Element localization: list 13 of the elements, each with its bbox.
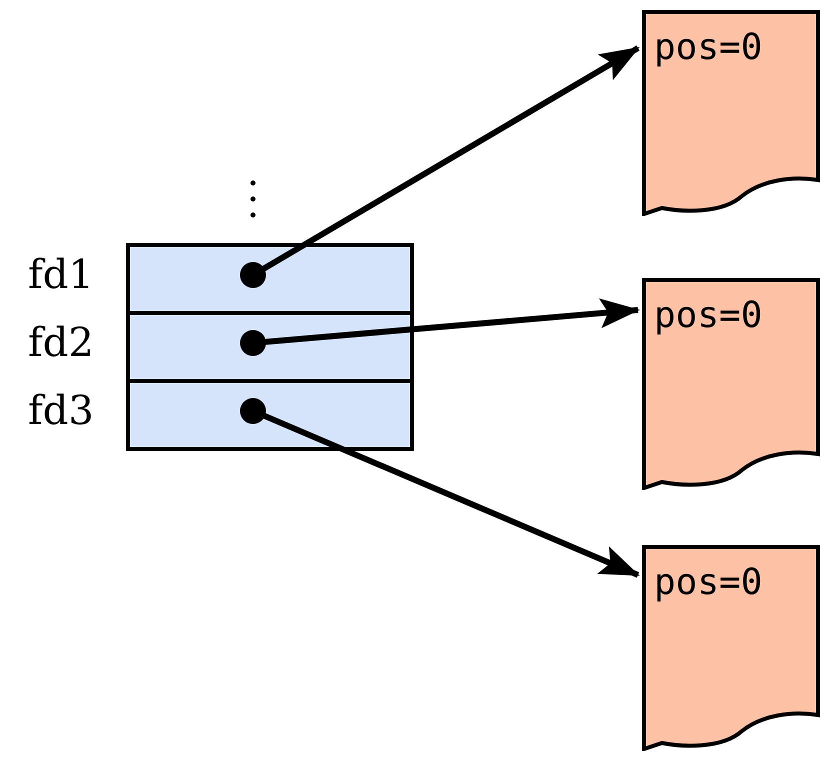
pointer-arrow [240,45,640,288]
descriptor-label: fd1 [28,255,94,295]
file-label: pos=0 [654,296,762,336]
pointer-arrow [240,398,640,578]
file-document-shape [642,545,820,751]
descriptor-label: fd2 [28,323,94,363]
pointer-arrow [240,298,640,356]
file-label: pos=0 [654,563,762,603]
file-label: pos=0 [654,28,762,68]
file-document-shape [642,278,820,490]
descriptor-table [126,243,414,451]
file-document-shape [642,10,820,216]
descriptor-label: fd3 [28,391,94,431]
